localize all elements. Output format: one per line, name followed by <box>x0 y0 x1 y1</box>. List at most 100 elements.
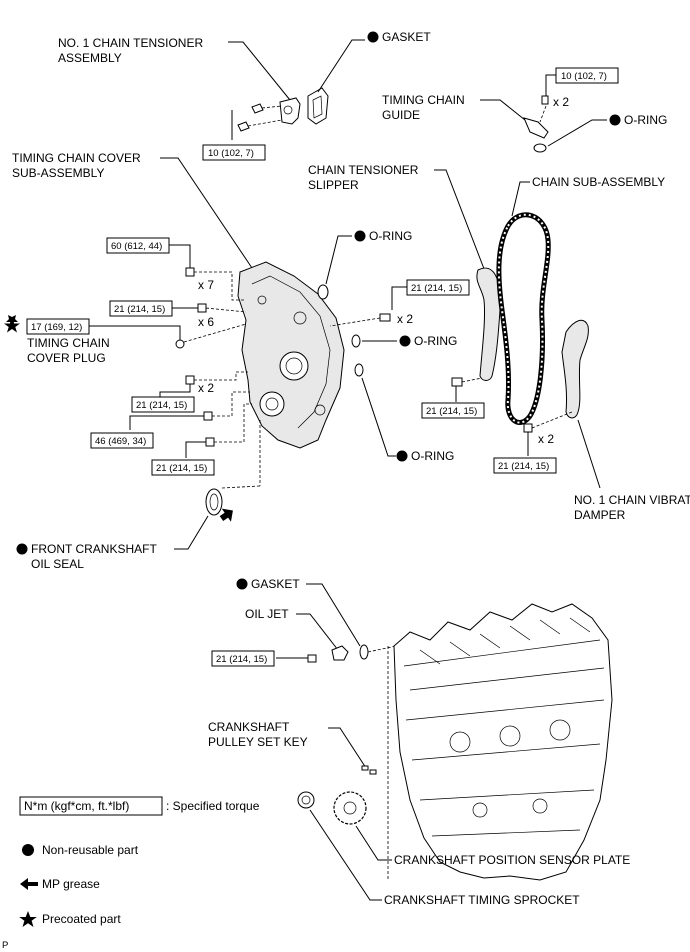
guide-bolt <box>541 95 549 105</box>
block-bore-1 <box>449 731 471 753</box>
oring-3-leader <box>361 377 396 457</box>
chain-tensioner-assy-label-1: NO. 1 CHAIN TENSIONER <box>58 36 203 50</box>
bolt-60-path <box>194 271 244 301</box>
torque-60: 60 (612, 44) <box>111 241 162 252</box>
oil-jet <box>331 645 349 661</box>
tensioner-bolt-1 <box>251 103 264 114</box>
engine-block-group: GASKET OIL JET 21 (214, 15) CRANKSHAFT P… <box>208 577 630 907</box>
cover-plug-label-1: TIMING CHAIN <box>27 336 110 350</box>
no1-chain-vibration-damper <box>561 319 589 419</box>
pulley-set-key-label-2: PULLEY SET KEY <box>208 735 308 749</box>
oring-1-leader <box>325 235 352 285</box>
mp-grease-arrow-icon <box>219 508 233 522</box>
cover-boss-3 <box>257 295 267 305</box>
block-bore-3 <box>549 719 571 741</box>
engine-camshaft-line <box>409 667 605 691</box>
torque-46: 46 (469, 34) <box>95 436 146 447</box>
timing-chain-guide-label-2: GUIDE <box>382 108 420 122</box>
torque-21a: 21 (214, 15) <box>114 304 165 315</box>
tensioner-slipper-label-2: SLIPPER <box>308 178 359 192</box>
crankshaft-position-sensor-plate <box>333 791 367 825</box>
crank-seal-bore-inner <box>265 397 279 411</box>
sensor-plate-hub <box>343 801 357 815</box>
legend-precoated: Precoated part <box>42 912 121 926</box>
precoated-icon <box>4 318 20 333</box>
slipper-bolt-path <box>461 377 483 383</box>
bolt-21a <box>197 303 207 313</box>
bolt-21b <box>185 375 195 385</box>
front-oil-seal-label-2: OIL SEAL <box>31 557 84 571</box>
nonreusable-icon <box>354 230 366 242</box>
nonreusable-icon <box>609 114 621 126</box>
tensioner-body <box>279 97 301 125</box>
timing-chain-guide-group: 10 (102, 7) x 2 TIMING CHAIN GUIDE O-RIN… <box>382 67 667 153</box>
bolt-46-path <box>212 391 250 417</box>
bolt-path-2 <box>247 119 283 127</box>
bolt-21d-path <box>329 317 381 327</box>
damper-leader <box>577 419 601 489</box>
tensioner-slipper-label-1: CHAIN TENSIONER <box>308 163 419 177</box>
torque-21d: 21 (214, 15) <box>411 283 462 294</box>
pulley-set-key-1 <box>361 765 369 771</box>
chain-tensioner-assy-label-2: ASSEMBLY <box>58 51 122 65</box>
vibration-damper-label-2: DAMPER <box>574 508 626 522</box>
gasket-top-label: GASKET <box>382 30 431 44</box>
block-boss-1 <box>472 802 488 818</box>
oring-1 <box>317 284 329 300</box>
cover-plug <box>175 339 185 349</box>
bolt-21d <box>379 313 391 322</box>
slipper-bolt <box>451 377 463 387</box>
cover-plug-label-2: COVER PLUG <box>27 351 106 365</box>
oring-2 <box>351 334 361 348</box>
pulley-set-key-2 <box>369 769 377 775</box>
slipper-leader <box>434 169 487 275</box>
cover-subassy-label-1: TIMING CHAIN COVER <box>12 151 141 165</box>
bolt-21b-path <box>194 371 248 381</box>
oil-jet-gasket <box>359 644 369 660</box>
chain-links <box>497 213 550 424</box>
tq-21d-leader <box>391 286 407 310</box>
torque-tensioner: 10 (102, 7) <box>208 148 254 159</box>
guide-count: x 2 <box>553 95 569 109</box>
torque-slipper: 21 (214, 15) <box>426 406 477 417</box>
legend-nonreusable-icon <box>22 844 34 856</box>
footer-code: P <box>2 940 8 951</box>
engine-block <box>393 603 613 881</box>
cover-subassy-label-2: SUB-ASSEMBLY <box>12 166 104 180</box>
front-crankshaft-oil-seal <box>205 488 223 516</box>
tensioner-hole <box>283 105 293 115</box>
plug-path <box>183 323 247 343</box>
chain-sub-assembly <box>496 212 551 425</box>
guide-bolt-path <box>539 105 547 123</box>
torque-box-oiljet <box>211 650 275 667</box>
block-boss-2 <box>532 798 548 814</box>
chain-tensioner-assembly: NO. 1 CHAIN TENSIONER ASSEMBLY GASKET 10… <box>58 30 431 161</box>
tq-21b-leader <box>159 384 191 398</box>
tq-plug-leader <box>89 325 181 340</box>
bolt-21c-path <box>214 403 252 443</box>
torque-guide: 10 (102, 7) <box>561 71 607 82</box>
legend-mp-grease: MP grease <box>42 877 100 891</box>
bolt-21a-path <box>205 307 247 313</box>
legend-nonreusable: Non-reusable part <box>42 843 139 857</box>
block-bore-2 <box>499 725 521 747</box>
oring-2-label: O-RING <box>414 334 457 348</box>
torque-box-damper <box>493 457 557 474</box>
oring-guide-leader <box>547 119 607 147</box>
chain-group: CHAIN TENSIONER SLIPPER 21 (214, 15) CHA… <box>308 163 690 522</box>
cover-boss-1 <box>293 311 307 325</box>
nonreusable-icon <box>367 31 379 43</box>
cover-leader <box>160 157 253 269</box>
legend-mp-grease-icon <box>20 878 38 890</box>
torque-oiljet: 21 (214, 15) <box>216 654 267 665</box>
crankshaft-timing-sprocket <box>297 791 315 809</box>
guide-leader <box>480 99 531 125</box>
damper-count: x 2 <box>538 432 554 446</box>
torque-box-21c <box>151 459 215 476</box>
nonreusable-icon <box>396 450 408 462</box>
bolt-path-1 <box>261 105 283 109</box>
tensioner-gasket <box>307 87 329 125</box>
seal-path-2 <box>221 485 261 489</box>
sensor-plate-leader <box>355 825 392 861</box>
